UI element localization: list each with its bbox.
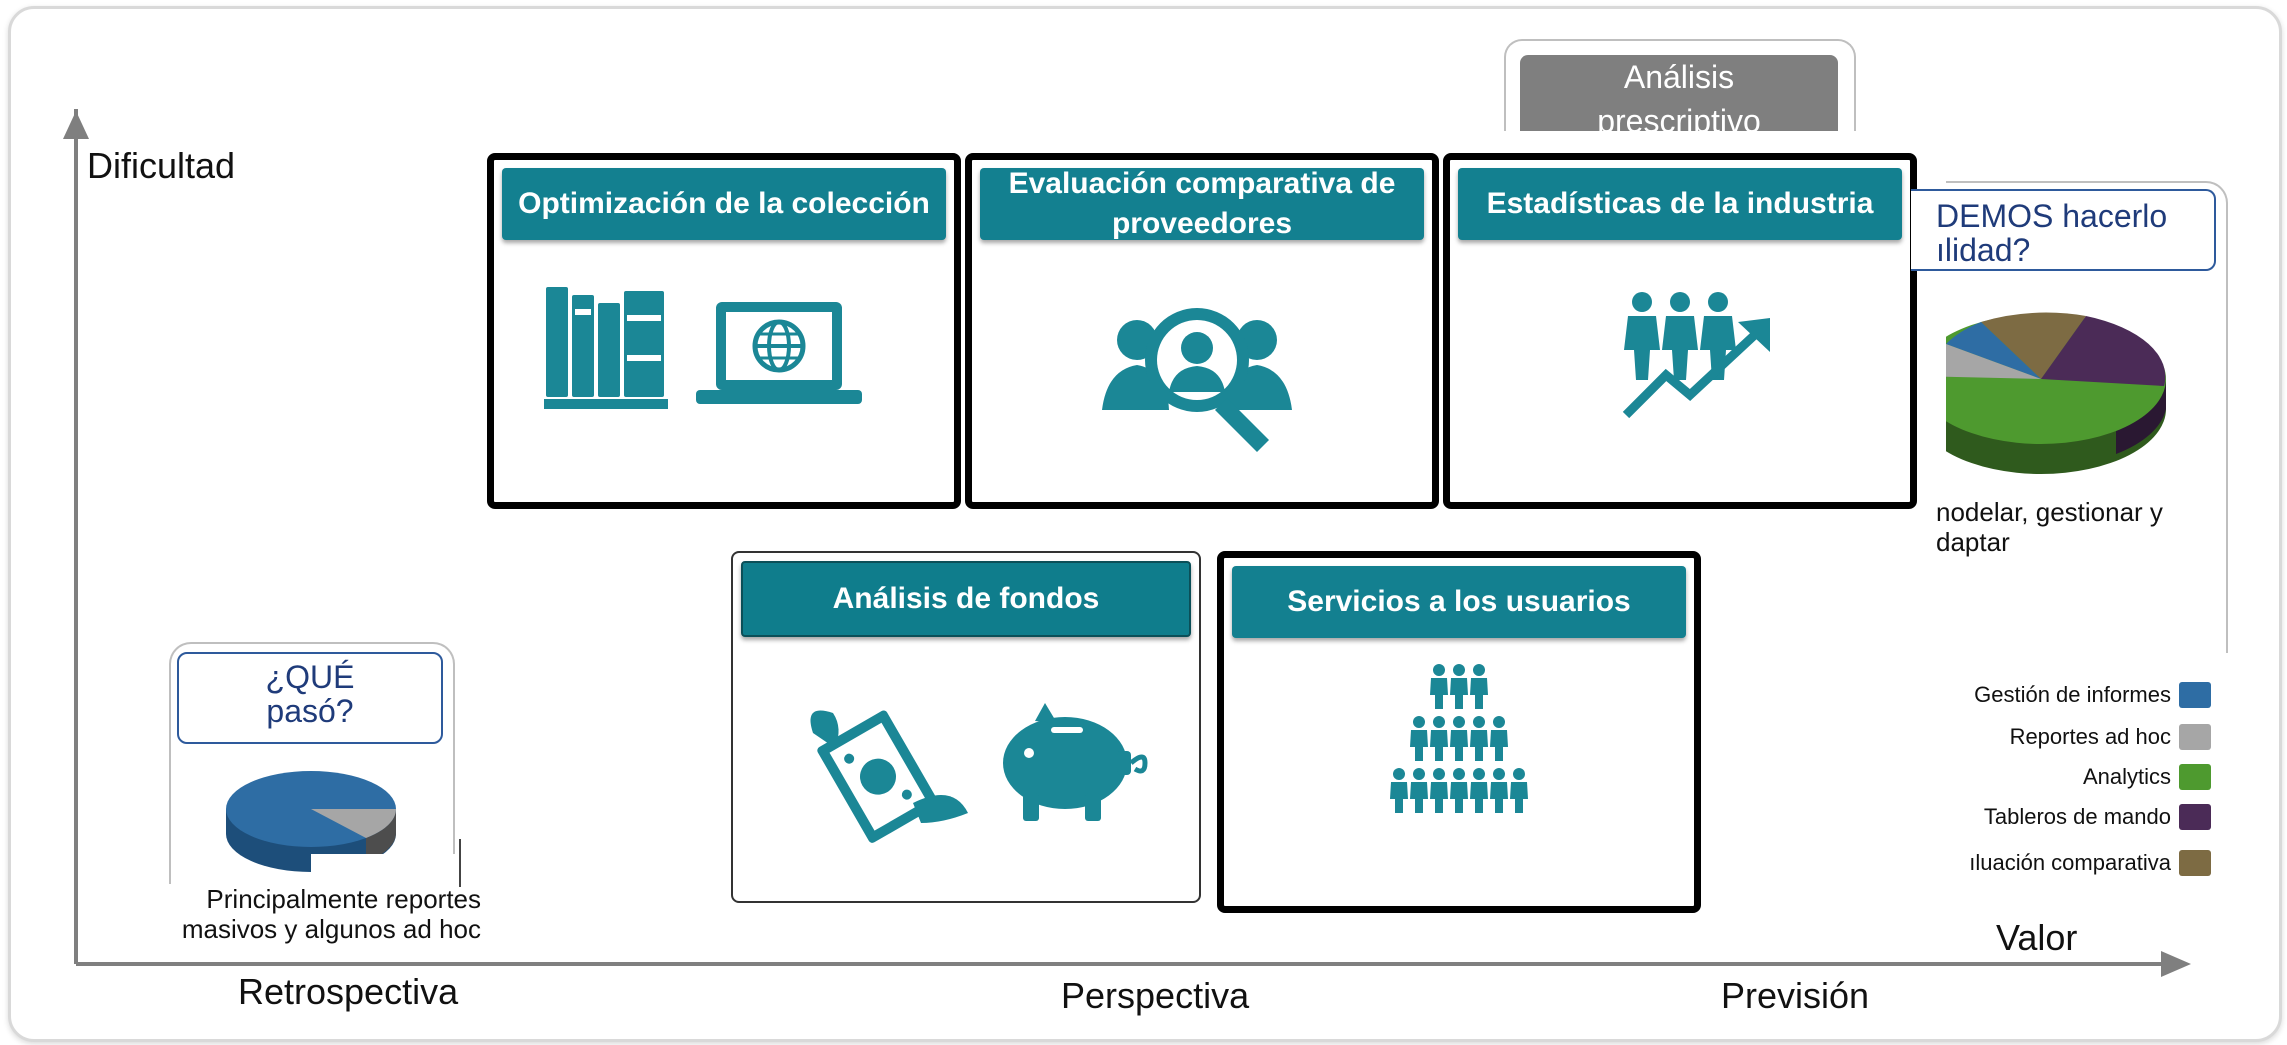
laptop-globe-icon — [696, 302, 862, 404]
podemos-line1: DEMOS hacerlo — [1936, 198, 2168, 234]
card-evaluacion-proveedores: Evaluación comparativa de proveedores — [965, 153, 1439, 509]
caption-edge — [459, 839, 461, 887]
descriptive-caption: Principalmente reportes masivos y alguno… — [131, 884, 481, 944]
card-title: Servicios a los usuarios — [1232, 566, 1686, 638]
legend-item: ıluación comparativa — [1969, 849, 2211, 877]
flying-money-icon — [810, 710, 968, 843]
legend-item: Reportes ad hoc — [2010, 723, 2211, 751]
stage-perspectiva: Perspectiva — [1061, 975, 1250, 1016]
descriptive-panel — [169, 642, 455, 884]
card-title: Estadísticas de la industria — [1458, 168, 1902, 240]
legend-label: Reportes ad hoc — [2009, 724, 2171, 749]
people-pyramid-icon — [1390, 664, 1528, 813]
prescriptive-caption: nodelar, gestionar y daptar — [1936, 497, 2236, 557]
legend-item: Analytics — [2083, 763, 2211, 791]
piggy-bank-icon — [1003, 703, 1148, 821]
legend-label: Tableros de mando — [1983, 804, 2171, 829]
legend-label: ıluación comparativa — [1969, 850, 2171, 875]
legend-swatch — [2179, 764, 2211, 790]
legend-item: Gestión de informes — [1974, 681, 2211, 709]
right-caption-line1: nodelar, gestionar y — [1936, 497, 2163, 527]
pie-mask — [311, 854, 501, 904]
prescriptive-title-line1: Análisis — [1623, 59, 1735, 95]
card-estadisticas-industria: Estadísticas de la industria — [1443, 153, 1917, 509]
prescriptive-pie-chart — [1946, 312, 2166, 474]
legend-swatch — [2179, 682, 2211, 708]
legend-swatch — [2179, 850, 2211, 876]
books-icon — [544, 287, 668, 409]
x-axis-arrow — [2161, 951, 2191, 977]
card-title: Optimización de la colección — [502, 168, 946, 240]
y-axis-label: Dificultad — [87, 145, 236, 186]
stage-prevision: Previsión — [1721, 975, 1870, 1016]
prescriptive-panel: Análisis prescriptivo — [1504, 39, 1856, 131]
pie-slice-tableros — [2041, 316, 2166, 386]
caption-line2: masivos y algunos ad hoc — [181, 914, 481, 944]
card-servicios-usuarios: Servicios a los usuarios — [1217, 551, 1701, 913]
prescriptive-title: Análisis prescriptivo — [1520, 55, 1838, 131]
right-caption-line2: daptar — [1936, 527, 2010, 557]
pie-slice-ad-hoc — [311, 809, 397, 838]
caption-line1: Principalmente reportes — [206, 884, 481, 914]
people-search-icon — [1102, 308, 1292, 452]
slide: Dificultad Valor Retrospectiva Perspecti… — [8, 6, 2282, 1042]
descriptive-pie-chart — [226, 771, 397, 872]
podemos-line2: ılidad? — [1936, 232, 2031, 268]
x-axis-label: Valor — [1996, 917, 2078, 958]
card-title: Evaluación comparativa de proveedores — [980, 167, 1424, 240]
card-title: Análisis de fondos — [741, 561, 1191, 637]
legend-item: Tableros de mando — [1984, 803, 2211, 831]
people-growth-icon — [1622, 292, 1770, 419]
pie-slice-gestion — [1946, 322, 2041, 379]
legend-swatch — [2179, 804, 2211, 830]
legend-swatch — [2179, 724, 2211, 750]
prescriptive-title-line2: prescriptivo — [1597, 103, 1761, 131]
card-analisis-fondos: Análisis de fondos — [731, 551, 1201, 903]
legend-label: Analytics — [2082, 764, 2171, 789]
que-paso-line2: pasó? — [266, 693, 354, 729]
axes — [63, 109, 2191, 977]
legend-label: Gestión de informes — [1974, 682, 2171, 707]
pie-slice-adhoc — [1946, 344, 2041, 379]
podemos-callout: DEMOS hacerlo ılidad? — [1911, 189, 2216, 271]
que-paso-line1: ¿QUÉ — [265, 659, 355, 695]
stage-retrospectiva: Retrospectiva — [238, 971, 459, 1012]
card-optimizacion-coleccion: Optimización de la colección — [487, 153, 961, 509]
right-panel — [1946, 181, 2228, 653]
pie-slice-evaluacion — [1981, 312, 2086, 379]
y-axis-arrow — [63, 111, 89, 139]
que-paso-callout: ¿QUÉ pasó? — [177, 652, 443, 744]
